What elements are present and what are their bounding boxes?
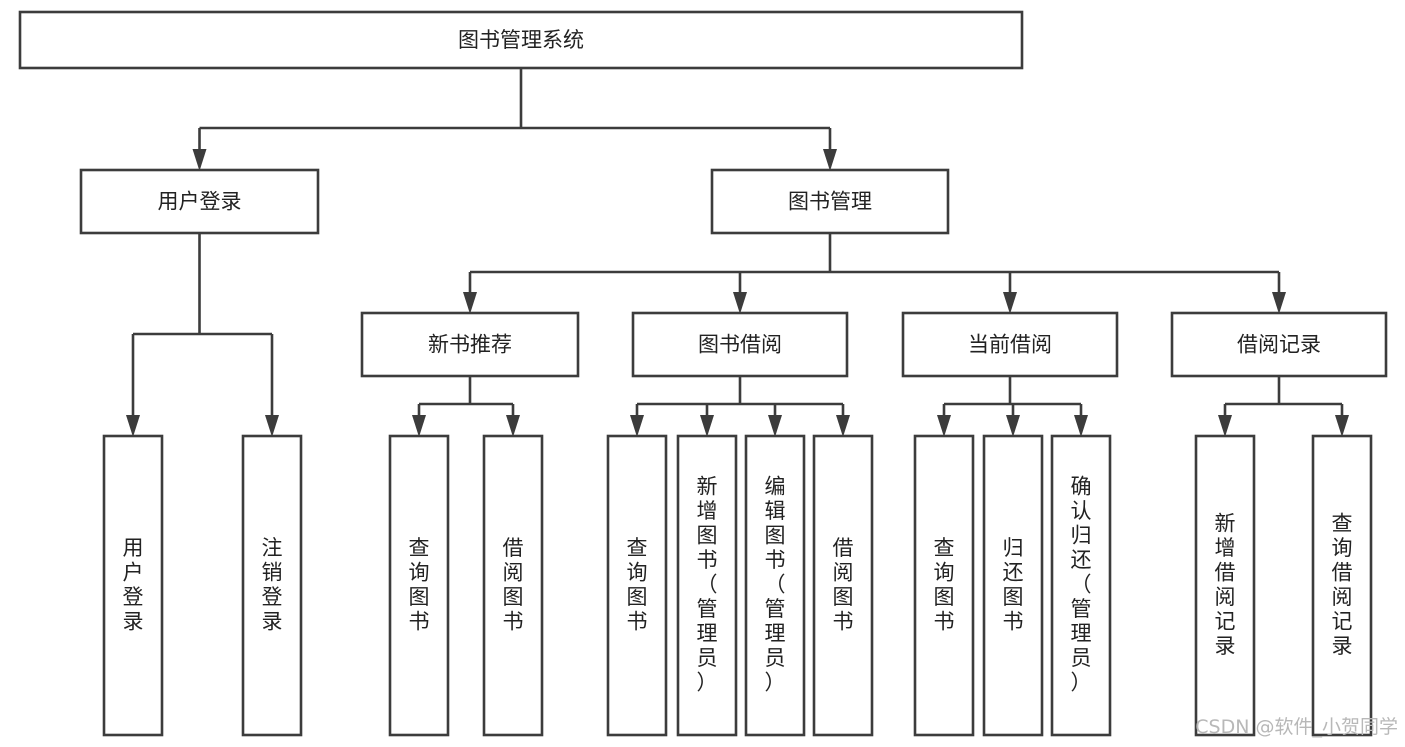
node-label-leaf-edit-book: 编辑图书（管理员） <box>765 475 786 695</box>
node-label-leaf-query-book-current: 查询图书 <box>934 536 955 634</box>
arrow-head-icon <box>1074 415 1088 437</box>
arrow-head-icon <box>412 415 426 437</box>
node-box-leaf-query-borrow-record <box>1311 434 1373 737</box>
node-leaf-borrow-book-recommend[interactable]: 借阅图书 <box>482 434 544 737</box>
node-box-leaf-return-book <box>982 434 1044 737</box>
node-leaf-add-book[interactable]: 新增图书（管理员） <box>676 434 738 737</box>
node-label-leaf-borrow-book: 借阅图书 <box>833 536 854 634</box>
node-leaf-borrow-book[interactable]: 借阅图书 <box>812 434 874 737</box>
node-box-root <box>18 10 1024 70</box>
arrow-head-icon <box>192 149 207 171</box>
arrow-head-icon <box>630 415 644 437</box>
arrow-head-icon <box>700 415 714 437</box>
node-box-book-management <box>710 168 950 235</box>
node-leaf-logout-login[interactable]: 注销登录 <box>241 434 303 737</box>
arrow-head-icon <box>768 415 782 437</box>
node-box-new-book-recommend <box>360 311 580 378</box>
watermark-layer: CSDN @软件_小贺同学 <box>1195 716 1398 738</box>
node-leaf-add-borrow-record[interactable]: 新增借阅记录 <box>1194 434 1256 737</box>
arrow-head-icon <box>506 415 520 437</box>
node-layer: 图书管理系统用户登录图书管理新书推荐图书借阅当前借阅借阅记录用户登录注销登录查询… <box>18 10 1388 737</box>
node-label-leaf-user-login: 用户登录 <box>123 536 144 634</box>
node-label-leaf-query-book-recommend: 查询图书 <box>409 536 430 634</box>
node-leaf-user-login[interactable]: 用户登录 <box>102 434 164 737</box>
node-leaf-query-book-borrow[interactable]: 查询图书 <box>606 434 668 737</box>
node-box-leaf-query-book-recommend <box>388 434 450 737</box>
node-root[interactable]: 图书管理系统 <box>18 10 1024 70</box>
arrow-head-icon <box>733 292 747 314</box>
arrow-head-icon <box>463 292 477 314</box>
arrow-head-icon <box>937 415 951 437</box>
node-borrow-record[interactable]: 借阅记录 <box>1170 311 1388 378</box>
node-box-leaf-edit-book <box>744 434 806 737</box>
node-leaf-confirm-return[interactable]: 确认归还（管理员） <box>1050 434 1112 737</box>
arrow-head-icon <box>1335 415 1349 437</box>
node-label-current-borrow: 当前借阅 <box>968 333 1052 357</box>
node-box-leaf-borrow-book-recommend <box>482 434 544 737</box>
node-label-leaf-query-book-borrow: 查询图书 <box>627 536 648 634</box>
node-label-book-management: 图书管理 <box>788 190 872 214</box>
arrow-head-icon <box>265 415 279 437</box>
node-box-borrow-record <box>1170 311 1388 378</box>
node-label-leaf-confirm-return: 确认归还（管理员） <box>1071 475 1092 695</box>
csdn-watermark: CSDN @软件_小贺同学 <box>1195 716 1398 738</box>
node-book-borrow[interactable]: 图书借阅 <box>631 311 849 378</box>
node-label-leaf-return-book: 归还图书 <box>1003 536 1024 634</box>
node-box-book-borrow <box>631 311 849 378</box>
node-box-leaf-borrow-book <box>812 434 874 737</box>
arrow-head-icon <box>1218 415 1232 437</box>
node-label-root: 图书管理系统 <box>458 28 584 52</box>
node-label-leaf-add-borrow-record: 新增借阅记录 <box>1215 511 1236 658</box>
node-box-user-login <box>79 168 320 235</box>
node-label-book-borrow: 图书借阅 <box>698 333 782 357</box>
arrow-head-icon <box>126 415 140 437</box>
arrow-head-icon <box>823 149 837 171</box>
node-box-leaf-logout-login <box>241 434 303 737</box>
arrow-head-icon <box>1003 292 1017 314</box>
node-label-leaf-query-borrow-record: 查询借阅记录 <box>1332 511 1353 658</box>
connector-layer <box>126 68 1349 437</box>
node-box-leaf-add-borrow-record <box>1194 434 1256 737</box>
node-label-new-book-recommend: 新书推荐 <box>428 333 512 357</box>
node-leaf-query-borrow-record[interactable]: 查询借阅记录 <box>1311 434 1373 737</box>
node-box-leaf-user-login <box>102 434 164 737</box>
node-box-leaf-query-book-borrow <box>606 434 668 737</box>
node-box-leaf-add-book <box>676 434 738 737</box>
node-current-borrow[interactable]: 当前借阅 <box>901 311 1119 378</box>
node-label-borrow-record: 借阅记录 <box>1237 333 1321 357</box>
node-new-book-recommend[interactable]: 新书推荐 <box>360 311 580 378</box>
node-book-management[interactable]: 图书管理 <box>710 168 950 235</box>
arrow-head-icon <box>1006 415 1020 437</box>
node-label-leaf-borrow-book-recommend: 借阅图书 <box>503 536 524 634</box>
node-leaf-query-book-recommend[interactable]: 查询图书 <box>388 434 450 737</box>
arrow-head-icon <box>1272 292 1286 314</box>
node-leaf-query-book-current[interactable]: 查询图书 <box>913 434 975 737</box>
node-box-current-borrow <box>901 311 1119 378</box>
node-label-user-login: 用户登录 <box>158 190 242 214</box>
node-label-leaf-add-book: 新增图书（管理员） <box>697 475 718 695</box>
node-label-leaf-logout-login: 注销登录 <box>262 536 283 634</box>
node-user-login[interactable]: 用户登录 <box>79 168 320 235</box>
node-box-leaf-confirm-return <box>1050 434 1112 737</box>
arrow-head-icon <box>836 415 850 437</box>
node-box-leaf-query-book-current <box>913 434 975 737</box>
node-leaf-edit-book[interactable]: 编辑图书（管理员） <box>744 434 806 737</box>
node-leaf-return-book[interactable]: 归还图书 <box>982 434 1044 737</box>
